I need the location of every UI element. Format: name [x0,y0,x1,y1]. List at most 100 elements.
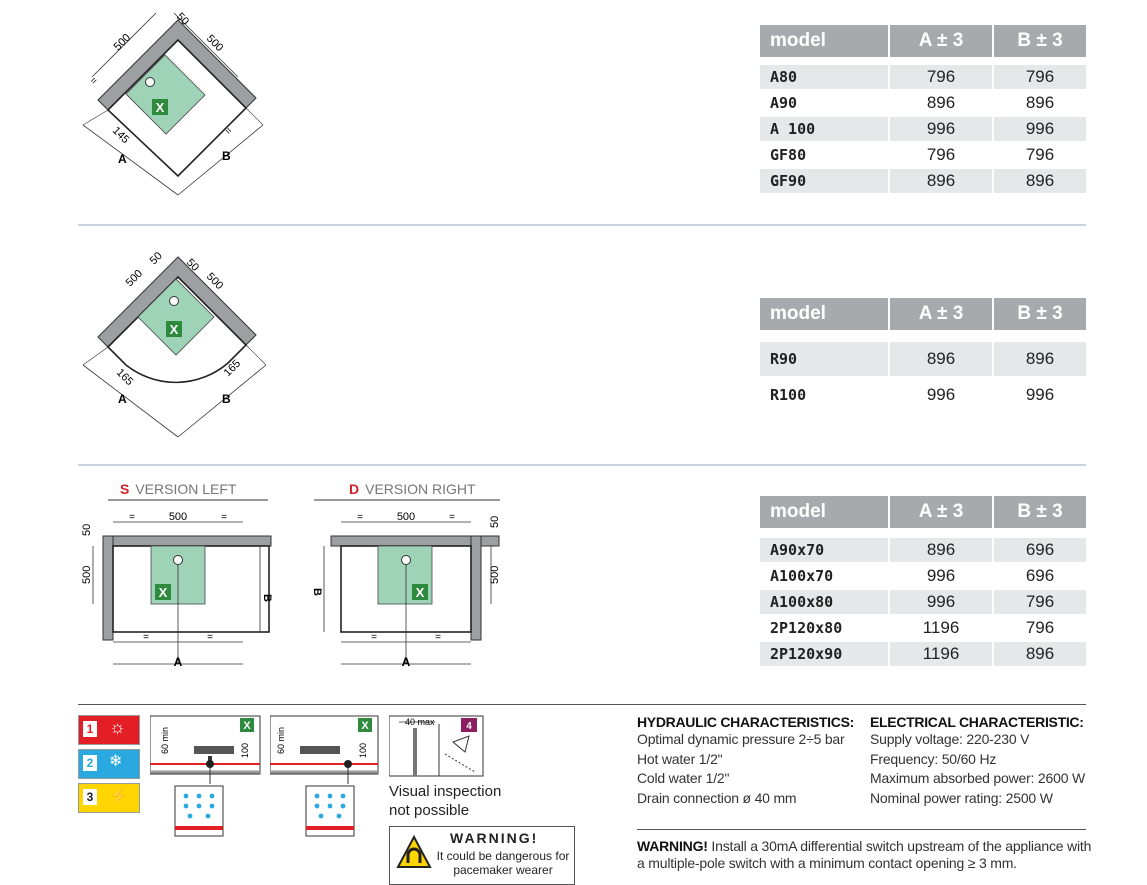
x-mark-icon [412,584,428,600]
label-a: A [174,655,183,669]
svg-text:100: 100 [240,743,250,758]
header-a: A ± 3 [890,298,994,330]
svg-text:60 min: 60 min [160,727,170,754]
table-header: model A ± 3 B ± 3 [760,496,1086,528]
wall-left [102,535,114,641]
svg-text:4: 4 [466,721,472,732]
hydraulic-title: HYDRAULIC CHARACTERISTICS: [637,714,854,730]
spec-line: Drain connection ø 40 mm [637,789,797,806]
warning-box: WARNING! It could be dangerous for pacem… [389,826,575,885]
label-b: B [222,149,231,163]
dim-500: 500 [169,511,187,523]
header-model: model [760,298,890,330]
header-b: B ± 3 [1017,30,1063,51]
label-a: A [402,655,411,669]
electrical-title: ELECTRICAL CHARACTERISTIC: [870,714,1084,730]
wall-right [470,535,482,641]
table-header: model A ± 3 B ± 3 [760,298,1086,330]
spec-line: Supply voltage: 220-230 V [870,731,1030,747]
drain-point [401,555,411,565]
x-mark-label: X [170,322,179,337]
spec-line: Nominal power rating: 2500 W [870,789,1053,806]
dim-50: 50 [489,516,501,528]
snowflake-icon: ❄ [109,753,123,770]
dim-500-vertical: 500 [489,566,501,584]
magnet-warning-icon [396,835,432,868]
spec-line: Hot water 1/2" [637,750,723,767]
header-b: B ± 3 [1017,501,1063,522]
dim-500-left: 500 [124,268,145,289]
version-right-diagram: X 500 = = = = 50 500 A B [311,499,501,669]
dim-500-left: 500 [112,32,133,53]
label-a: A [118,392,127,406]
table-header: model A ± 3 B ± 3 [760,25,1086,57]
svg-text:60 min: 60 min [276,727,286,754]
x-mark-icon [152,99,168,115]
eq-mark: = [88,75,100,87]
dim-50: 50 [81,524,93,536]
icon-badge-heat: 1 ☼ [78,715,140,745]
dim-500-vertical: 500 [81,566,93,584]
icon-badge-electric: 3 ⚡ [78,783,140,813]
corner-round-diagram: X 500 50 50 500 165 165 A B [82,250,267,438]
visual-inspection-label: Visual inspection not possible [389,783,502,819]
version-left-diagram: X 500 = = = = 50 500 A B [81,499,273,669]
spec-line: Frequency: 50/60 Hz [870,750,997,767]
hydraulic-section: HYDRAULIC CHARACTERISTICS: Optimal dynam… [637,714,854,808]
section-divider [78,224,1086,226]
electrical-section: ELECTRICAL CHARACTERISTIC: Supply voltag… [870,714,1085,808]
header-b: B ± 3 [1017,303,1063,324]
header-model: model [760,25,890,57]
eq-mark: = [207,632,213,643]
installation-warning-note: WARNING! Install a 30mA differential swi… [637,838,1092,871]
icon-badge-cold: 2 ❄ [78,749,140,779]
header-model: model [760,496,890,528]
eq-mark: = [449,512,455,523]
warning-body: It could be dangerous for pacemaker wear… [436,849,570,877]
drain-point [169,296,179,306]
x-mark-label: X [156,100,165,115]
section-divider [637,829,1086,830]
label-b: B [222,392,231,406]
dim-500: 500 [397,511,415,523]
connection-diagram-left: X 60 min 100 [150,715,261,837]
x-mark-label: X [159,585,168,600]
eq-mark: = [371,632,377,643]
x-mark-icon [155,584,171,600]
label-b: B [311,588,323,596]
eq-mark: = [129,512,135,523]
section-divider [78,464,1086,466]
sun-icon: ☼ [109,717,126,737]
header-a: A ± 3 [890,496,994,528]
svg-text:40 max: 40 max [405,717,435,727]
corner-square-diagram: X 500 500 50 145 A B = = [82,11,264,196]
visual-inspection-diagram: 40 max 4 [389,715,484,777]
header-a: A ± 3 [890,25,994,57]
svg-text:100: 100 [358,743,368,758]
dim-50-left: 50 [148,250,165,267]
spec-line: Maximum absorbed power: 2600 W [870,770,1085,786]
wall-top [102,535,272,547]
label-b: B [261,594,273,602]
green-zone [125,54,206,135]
spec-line: Optimal dynamic pressure 2÷5 bar [637,731,845,747]
x-mark-icon [166,321,182,337]
label-a: A [118,152,127,166]
section-divider [78,704,1086,705]
svg-text:X: X [243,720,251,732]
